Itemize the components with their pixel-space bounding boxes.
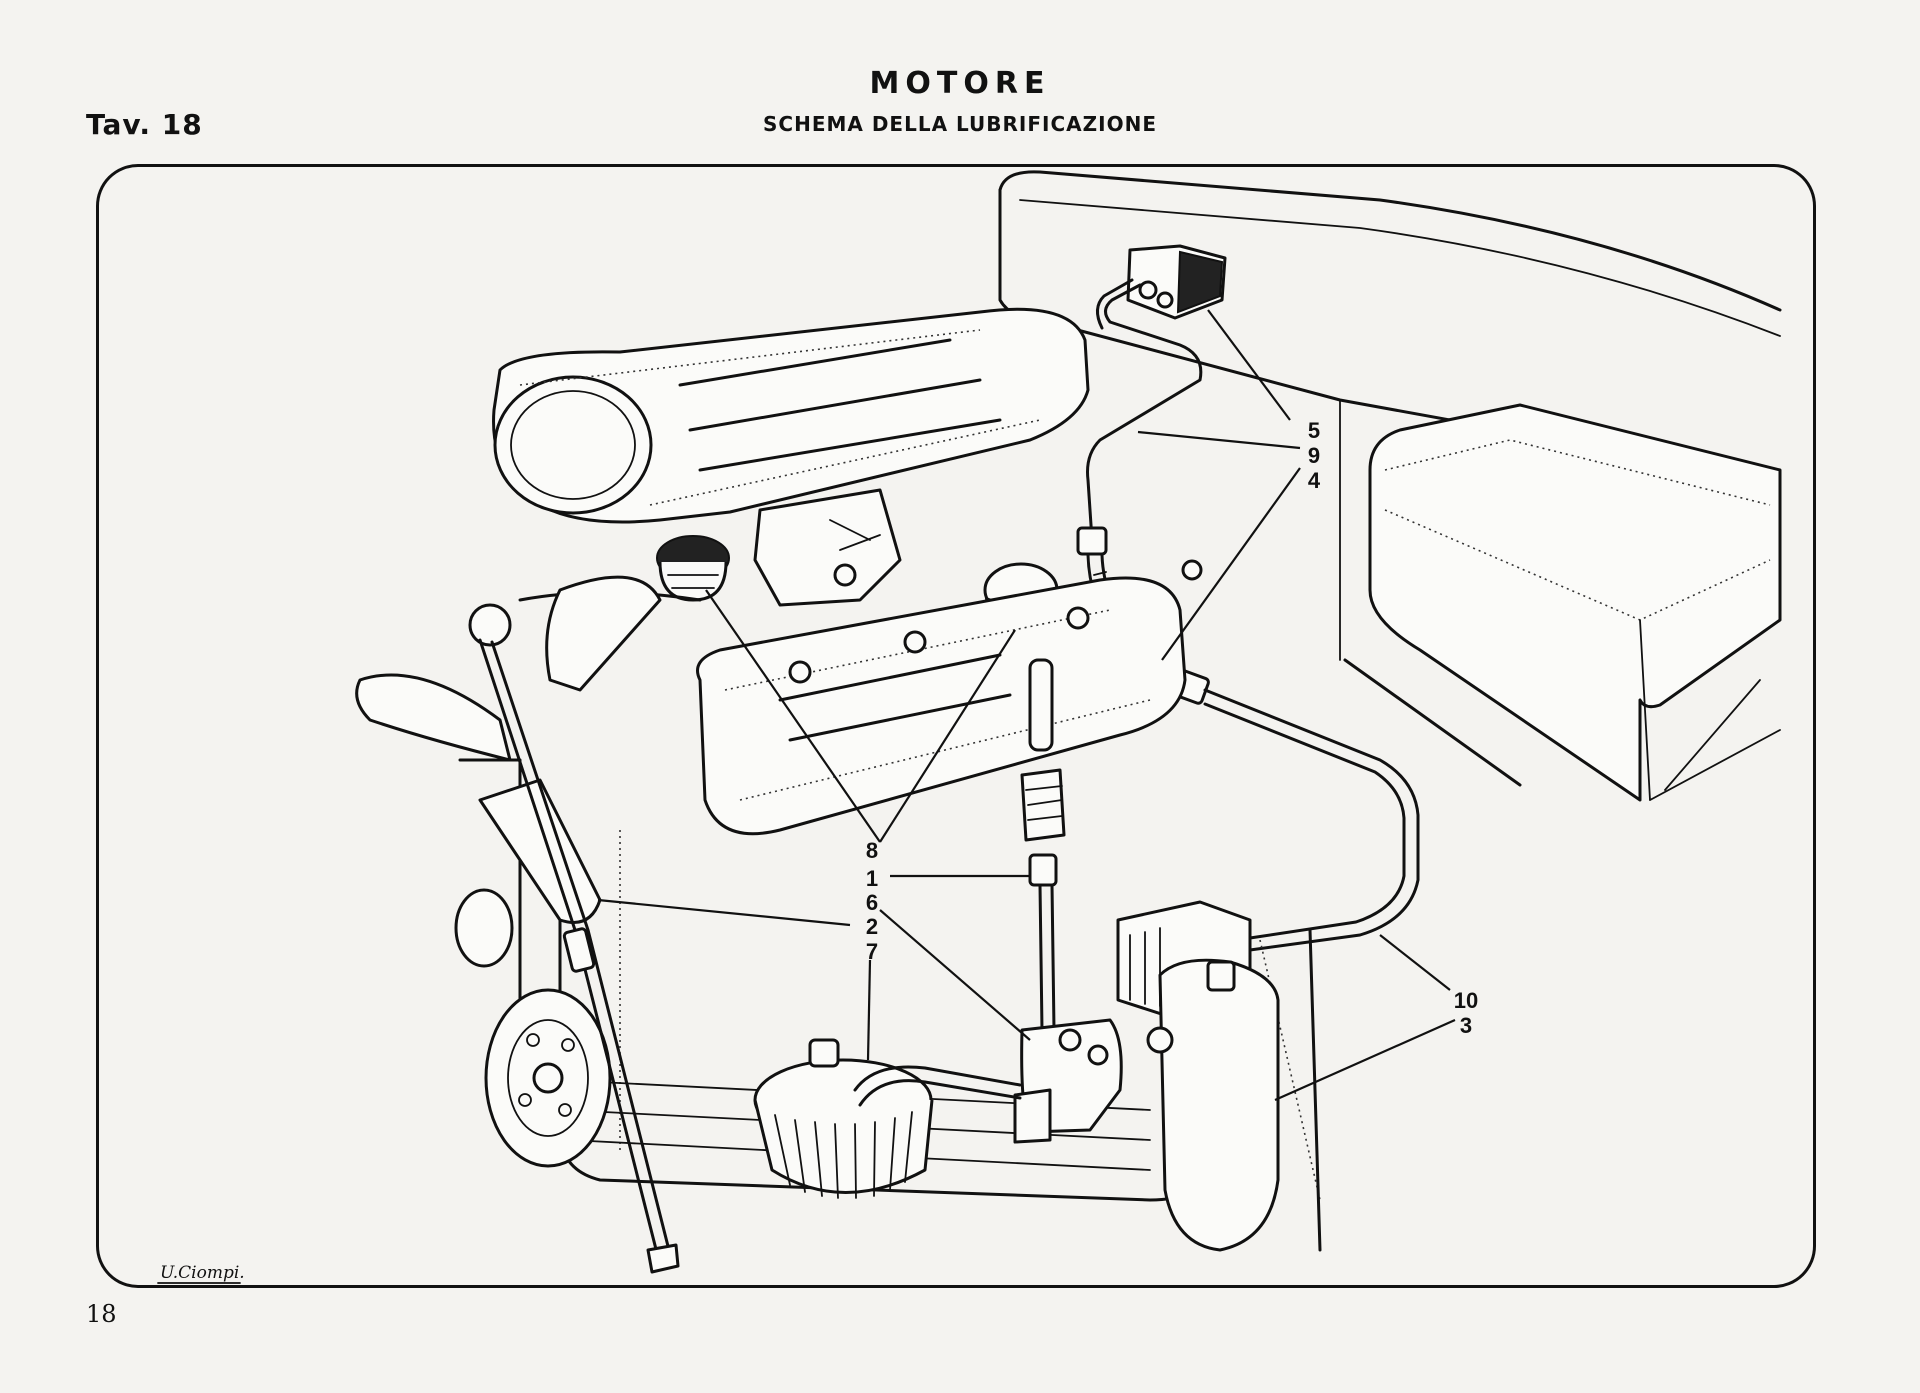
callout-4: 4 bbox=[1308, 468, 1321, 493]
callout-group-center: 8 1 6 2 7 bbox=[866, 838, 878, 964]
callout-8: 8 bbox=[866, 838, 878, 863]
cooling-fan bbox=[355, 575, 662, 924]
carburetor bbox=[753, 488, 902, 607]
crank-pulley bbox=[454, 888, 612, 1168]
oil-dipstick bbox=[468, 603, 680, 1274]
page-title: MOTORE bbox=[869, 66, 1051, 101]
oil-pump-drive-shaft bbox=[1020, 658, 1066, 1032]
oil-filler-cap-left bbox=[656, 535, 730, 602]
valve-cover bbox=[696, 559, 1203, 836]
oil-pressure-switch bbox=[1086, 244, 1227, 542]
callout-6: 6 bbox=[866, 890, 878, 915]
page-subtitle: SCHEMA DELLA LUBRIFICAZIONE bbox=[763, 112, 1157, 136]
illustration-frame bbox=[96, 164, 1816, 1288]
air-filter bbox=[492, 307, 1090, 524]
oil-pump bbox=[1013, 1018, 1123, 1144]
callout-9: 9 bbox=[1308, 443, 1320, 468]
callout-10: 10 bbox=[1454, 988, 1478, 1013]
page-number: 18 bbox=[86, 1300, 117, 1328]
callout-group-lower-right: 10 3 bbox=[1454, 988, 1478, 1038]
oil-strainer bbox=[753, 1038, 1022, 1199]
artist-signature: U.Ciompi. bbox=[160, 1263, 245, 1283]
callout-7: 7 bbox=[866, 939, 878, 964]
leader-lines bbox=[597, 309, 1456, 1102]
battery-box bbox=[1368, 403, 1782, 802]
oil-filter bbox=[1116, 900, 1280, 1252]
callout-3: 3 bbox=[1460, 1013, 1472, 1038]
callout-group-upper-right: 5 9 4 bbox=[1308, 418, 1321, 493]
callout-1: 1 bbox=[866, 866, 878, 891]
callout-2: 2 bbox=[866, 914, 878, 939]
callout-5: 5 bbox=[1308, 418, 1320, 443]
plate-number: Tav. 18 bbox=[86, 108, 203, 141]
